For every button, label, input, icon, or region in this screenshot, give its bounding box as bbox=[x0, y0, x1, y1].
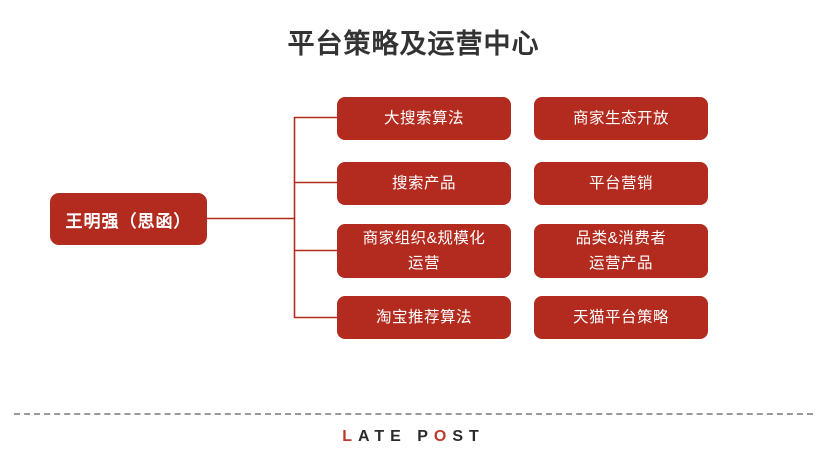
leaf-node-left-3[interactable]: 商家组织&规模化 运营 bbox=[337, 224, 511, 278]
leaf-node-label: 淘宝推荐算法 bbox=[375, 309, 472, 326]
leaf-node-right-2[interactable]: 平台营销 bbox=[534, 162, 708, 205]
root-node-label: 王明强（思函） bbox=[65, 211, 192, 231]
brand-accent-l: L bbox=[342, 428, 358, 445]
leaf-node-label: 商家生态开放 bbox=[572, 110, 669, 127]
brand-text-suffix: ST bbox=[452, 428, 485, 445]
brand-accent-o: O bbox=[433, 428, 453, 445]
page-title: 平台策略及运营中心 bbox=[287, 29, 540, 59]
leaf-node-right-1[interactable]: 商家生态开放 bbox=[534, 97, 708, 140]
leaf-node-left-2[interactable]: 搜索产品 bbox=[337, 162, 511, 205]
footer-brand: LATE POST bbox=[0, 428, 827, 446]
leaf-node-label: 商家组织&规模化 运营 bbox=[362, 230, 486, 272]
root-node[interactable]: 王明强（思函） bbox=[50, 193, 207, 245]
leaf-node-label: 品类&消费者 运营产品 bbox=[575, 230, 667, 272]
brand-text-mid: ATE P bbox=[357, 428, 434, 445]
leaf-node-right-3[interactable]: 品类&消费者 运营产品 bbox=[534, 224, 708, 278]
leaf-node-label: 搜索产品 bbox=[391, 175, 456, 192]
leaf-node-label: 天猫平台策略 bbox=[572, 309, 669, 326]
leaf-node-right-4[interactable]: 天猫平台策略 bbox=[534, 296, 708, 339]
leaf-node-left-4[interactable]: 淘宝推荐算法 bbox=[337, 296, 511, 339]
leaf-node-left-1[interactable]: 大搜索算法 bbox=[337, 97, 511, 140]
leaf-node-label: 平台营销 bbox=[588, 175, 653, 192]
leaf-node-label: 大搜索算法 bbox=[383, 110, 464, 127]
footer-divider bbox=[14, 413, 813, 415]
